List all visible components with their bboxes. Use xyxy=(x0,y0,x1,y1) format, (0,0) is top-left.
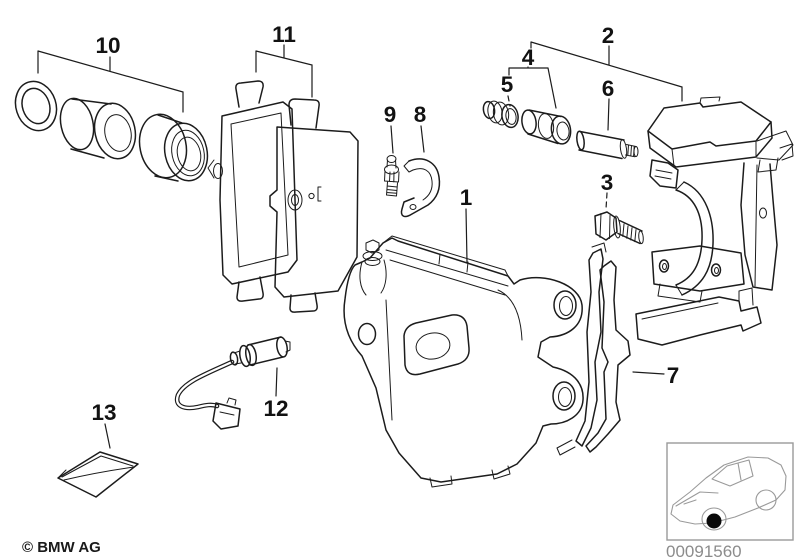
part-7-retaining-spring-drawing xyxy=(556,242,631,456)
part-9-bleeder-screw-drawing xyxy=(384,155,400,197)
car-window-lines xyxy=(711,459,754,487)
copyright-text: © BMW AG xyxy=(22,539,101,556)
callout-8[interactable]: 8 xyxy=(414,102,427,127)
leader-7 xyxy=(632,371,665,375)
callout-13[interactable]: 13 xyxy=(91,400,116,425)
axle-location-dot xyxy=(706,513,722,529)
part-1-brake-caliper-drawing xyxy=(343,235,584,488)
leader-8 xyxy=(420,125,425,153)
callout-2[interactable]: 2 xyxy=(602,23,615,48)
part-2-caliper-carrier-drawing xyxy=(635,96,794,346)
part-12-wear-sensor-drawing xyxy=(174,336,291,430)
leader-10 xyxy=(37,50,184,113)
part-6-guide-pin-drawing xyxy=(576,130,639,160)
part-11-brake-pads-drawing xyxy=(207,80,359,313)
callout-leader-lines xyxy=(37,41,683,449)
drawing-number: 00091560 xyxy=(666,542,742,559)
leader-12 xyxy=(275,367,278,397)
leader-1 xyxy=(465,208,468,263)
part-3-hex-bolt-drawing xyxy=(594,211,644,245)
callout-10[interactable]: 10 xyxy=(95,33,120,58)
leader-2 xyxy=(530,41,683,102)
leader-13 xyxy=(104,423,111,449)
callout-5[interactable]: 5 xyxy=(501,72,514,97)
leader-11 xyxy=(255,44,313,98)
car-hood-lines xyxy=(675,491,719,507)
callout-4[interactable]: 4 xyxy=(522,45,535,70)
leader-5 xyxy=(507,95,511,107)
leader-4 xyxy=(508,66,557,109)
callout-1[interactable]: 1 xyxy=(460,185,473,210)
part-10-seal-piston-boot-drawing xyxy=(14,80,209,182)
leader-6 xyxy=(607,98,610,131)
part-5-protective-cap-drawing xyxy=(482,100,519,129)
car-outline xyxy=(670,456,787,525)
leader-3 xyxy=(605,192,608,210)
callout-12[interactable]: 12 xyxy=(263,396,288,421)
car-front-wheel-arch xyxy=(701,507,727,531)
callout-3[interactable]: 3 xyxy=(601,170,614,195)
vehicle-locator-thumbnail xyxy=(666,442,794,541)
callout-7[interactable]: 7 xyxy=(667,363,680,388)
car-rear-wheel xyxy=(755,489,777,511)
part-4-guide-bushing-drawing xyxy=(521,109,572,145)
part-13-grease-packet-drawing xyxy=(57,451,139,498)
callout-11[interactable]: 11 xyxy=(272,22,296,47)
callout-6[interactable]: 6 xyxy=(602,76,615,101)
callout-9[interactable]: 9 xyxy=(384,102,397,127)
leader-9 xyxy=(390,125,394,154)
callout-labels: 1 2 3 4 5 6 7 8 9 10 11 12 13 xyxy=(91,22,679,425)
part-8-retaining-clip-drawing xyxy=(400,158,441,218)
